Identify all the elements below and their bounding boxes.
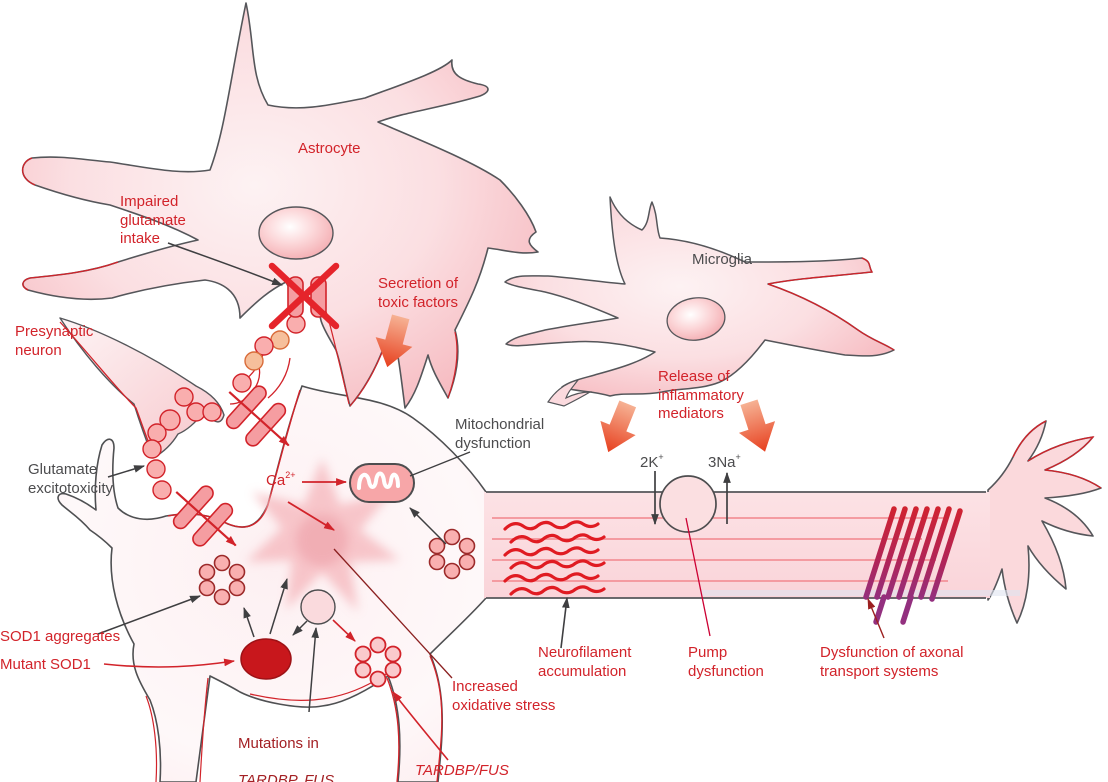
neurofilament-accumulation-icon (503, 520, 606, 596)
mitochondrion-icon (349, 463, 415, 503)
released-glutamate (146, 459, 172, 500)
secretion-arrow-icon (375, 314, 413, 368)
astrocyte-cell (21, 2, 539, 409)
presynaptic-terminal (59, 317, 225, 500)
sodium-potassium-pump-icon (659, 475, 717, 533)
microglia-label: Microglia (692, 251, 753, 268)
increased-oxidative-stress-label: Increased oxidative stress (452, 678, 556, 714)
mutations-label: Mutations in TARDBP, FUS, SOD1 genes (238, 734, 339, 782)
tardbp-fus-label: TARDBP/FUS (415, 762, 509, 779)
annotation-arrows (97, 242, 885, 761)
impaired-glutamate-intake-label: Impaired glutamate intake (120, 193, 186, 248)
potassium-label: 2K+ (640, 452, 664, 472)
sodium-label: 3Na+ (708, 452, 741, 472)
oxidative-stress-burst-icon (246, 458, 400, 612)
glutamate-excitotoxicity-label: Glutamate excitotoxicity (28, 461, 114, 497)
receptor-channel-a (225, 385, 290, 447)
synaptic-vesicles (142, 387, 222, 459)
tardbp-fus-aggregate-ring (354, 636, 402, 688)
glutamate-trail (232, 314, 306, 393)
dendrite-twig (547, 379, 593, 407)
presynaptic-neuron-label: Presynaptic neuron (15, 323, 94, 359)
mutant-sod1-blob (240, 638, 292, 680)
mitochondrial-dysfunction-label: Mitochondrial dysfunction (455, 416, 545, 452)
calcium-label: Ca2+ (266, 470, 296, 490)
pump-dysfunction-label: Pump dysfunction (688, 644, 764, 680)
axonal-transport-hatch-icon (863, 506, 963, 625)
astrocyte-nucleus (258, 206, 334, 260)
microglia-cell (504, 196, 895, 397)
inflammatory-arrow-left-icon (600, 400, 637, 453)
gene-mutation-source-circle (300, 589, 336, 625)
inflammatory-arrow-right-icon (738, 399, 776, 452)
axonal-transport-label: Dysfunction of axonal transport systems (820, 644, 964, 680)
mutant-sod1-label: Mutant SOD1 (0, 656, 91, 673)
release-inflammatory-label: Release of inflammatory mediators (658, 368, 744, 423)
aggregate-ring-near-mitochondrion (428, 528, 476, 580)
astrocyte-label: Astrocyte (298, 140, 361, 157)
blocked-transporter-icon (268, 262, 340, 330)
receptor-channel-b (172, 485, 237, 547)
microglia-nucleus (666, 297, 726, 341)
axon-terminal (987, 420, 1102, 624)
secretion-toxic-factors-label: Secretion of toxic factors (378, 275, 459, 311)
red-x-icon (268, 262, 340, 330)
sod1-aggregate-ring (198, 554, 246, 606)
neurofilament-accumulation-label: Neurofilament accumulation (538, 644, 632, 680)
sod1-aggregates-label: SOD1 aggregates (0, 628, 121, 645)
